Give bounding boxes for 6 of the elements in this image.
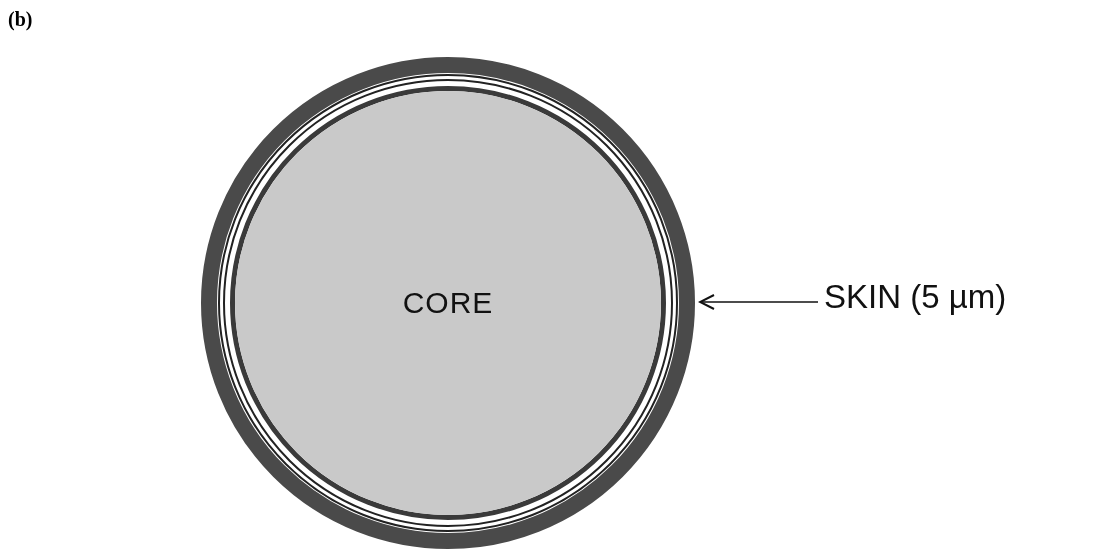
core-label: CORE xyxy=(402,286,494,320)
skin-label: SKIN (5 µm) xyxy=(824,278,1007,316)
skin-ring-drawing xyxy=(200,56,696,550)
leader-arrow xyxy=(699,294,819,310)
core-circle xyxy=(235,91,661,515)
panel-label: (b) xyxy=(8,8,33,31)
